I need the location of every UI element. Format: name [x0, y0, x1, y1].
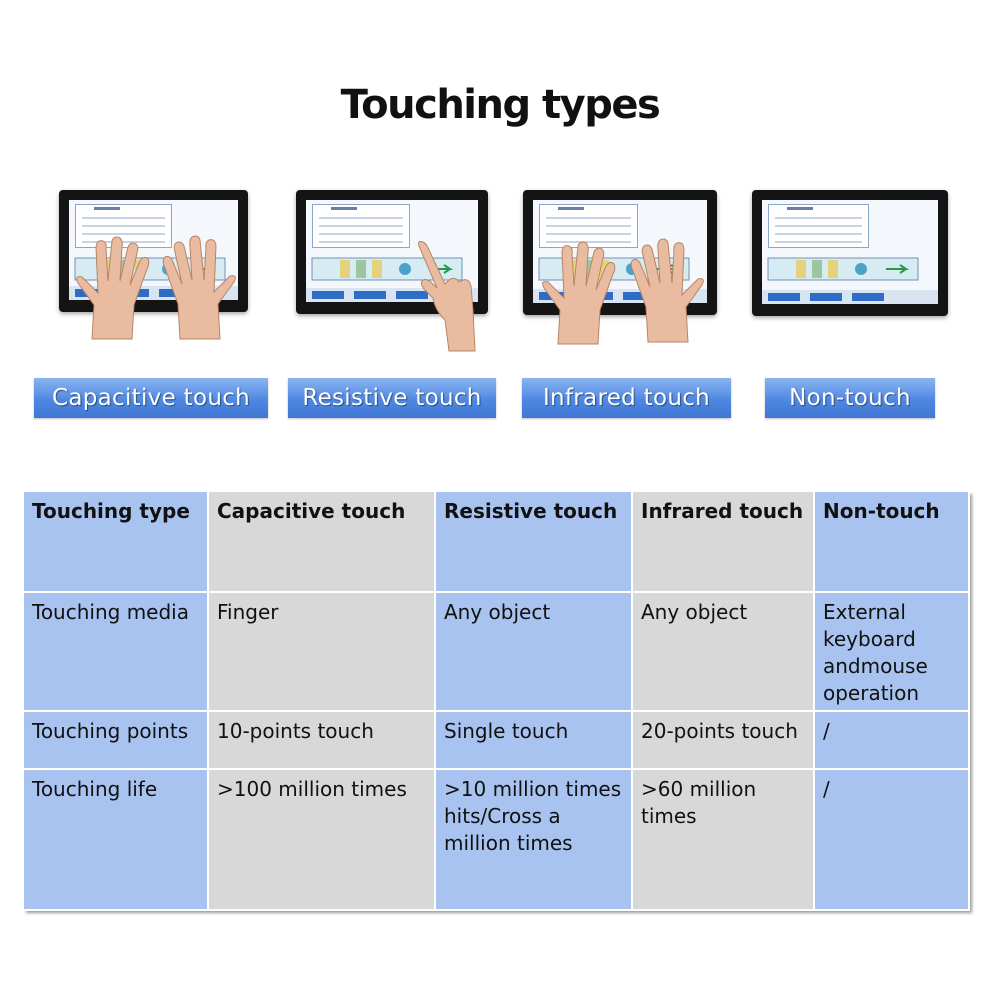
table-cell: 10-points touch — [207, 710, 436, 770]
right-hand-icon — [162, 235, 236, 340]
monitor-resistive — [296, 190, 488, 314]
label-infrared-touch: Infrared touch — [522, 378, 731, 418]
header-cell: Resistive touch — [434, 490, 633, 593]
table-cell: Touching points — [22, 710, 209, 770]
table-cell: Single touch — [434, 710, 633, 770]
label-capacitive-touch: Capacitive touch — [34, 378, 268, 418]
table-row: Touching media Finger Any object Any obj… — [22, 591, 970, 712]
header-cell: Infrared touch — [631, 490, 815, 593]
table-cell: / — [813, 710, 970, 770]
table-row: Touching points 10-points touch Single t… — [22, 710, 970, 770]
right-hand-icon — [630, 238, 704, 343]
table-cell: >60 million times — [631, 768, 815, 911]
header-cell: Touching type — [22, 490, 209, 593]
hmi-screen — [306, 200, 478, 302]
comparison-table: Touching type Capacitive touch Resistive… — [22, 490, 970, 911]
hmi-data-panel — [312, 204, 411, 248]
table-cell: Finger — [207, 591, 436, 712]
left-hand-icon — [76, 236, 150, 340]
label-non-touch: Non-touch — [765, 378, 935, 418]
label-resistive-touch: Resistive touch — [288, 378, 496, 418]
table-cell: External keyboard andmouse operation — [813, 591, 970, 712]
header-cell: Non-touch — [813, 490, 970, 593]
hmi-screen — [762, 200, 938, 304]
table-header-row: Touching type Capacitive touch Resistive… — [22, 490, 970, 593]
header-cell: Capacitive touch — [207, 490, 436, 593]
hmi-data-panel — [539, 204, 639, 248]
table-row: Touching life >100 million times >10 mil… — [22, 768, 970, 911]
table-cell: / — [813, 768, 970, 911]
table-cell: Touching media — [22, 591, 209, 712]
left-hand-icon — [542, 241, 616, 345]
table-cell: 20-points touch — [631, 710, 815, 770]
page-title: Touching types — [340, 82, 661, 128]
hmi-bottom-bar — [762, 290, 938, 304]
table-cell: Any object — [631, 591, 815, 712]
hmi-data-panel — [75, 204, 172, 248]
hmi-process-diagram — [767, 257, 919, 281]
table-cell: >10 million times hits/Cross a million t… — [434, 768, 633, 911]
monitor-non-touch — [752, 190, 948, 316]
hmi-data-panel — [768, 204, 869, 248]
table-cell: Any object — [434, 591, 633, 712]
hmi-process-diagram — [311, 257, 463, 281]
table-cell: >100 million times — [207, 768, 436, 911]
pointing-hand-icon — [418, 241, 476, 352]
table-cell: Touching life — [22, 768, 209, 911]
